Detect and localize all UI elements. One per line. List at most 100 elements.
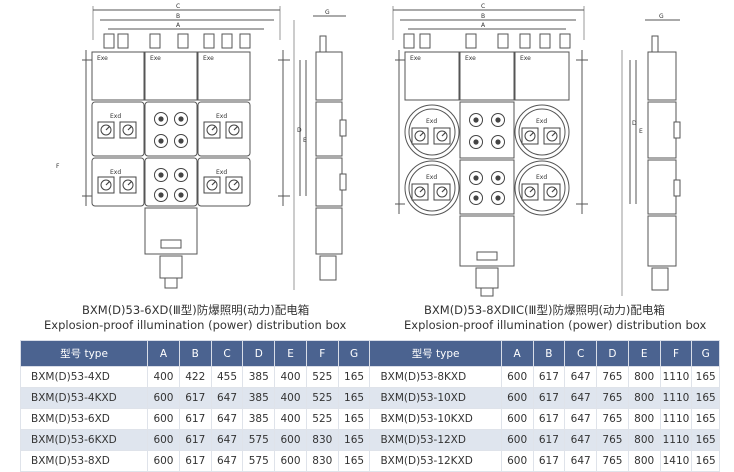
box-label-exe: Exe [203, 55, 214, 62]
value-cell: 647 [210, 387, 244, 409]
model-cell: BXM(D)53-12KXD [369, 450, 502, 472]
model-cell: BXM(D)53-6XD [19, 408, 149, 430]
value-cell: 765 [596, 387, 629, 409]
dim-label-a-right: A [481, 22, 486, 29]
technical-drawings: C B A Exe Exe Exe Exd Exd Exd Exd G F D … [56, 3, 681, 297]
dim-label-d-left: D [297, 127, 302, 134]
value-cell: 165 [337, 387, 371, 409]
value-cell: 1110 [659, 387, 693, 409]
header-g: G [691, 340, 720, 367]
model-cell: BXM(D)53-12XD [369, 429, 502, 451]
box-label-exd: Exd [216, 169, 227, 176]
value-cell: 1110 [659, 366, 693, 388]
value-cell: 830 [305, 429, 339, 451]
value-cell: 765 [596, 450, 629, 472]
box-label-exd: Exd [536, 174, 547, 181]
value-cell: 400 [274, 408, 307, 430]
value-cell: 647 [210, 408, 244, 430]
value-cell: 600 [147, 450, 180, 472]
value-cell: 600 [274, 429, 307, 451]
value-cell: 617 [178, 387, 212, 409]
value-cell: 800 [627, 366, 661, 388]
value-cell: 600 [147, 387, 180, 409]
value-cell: 165 [691, 429, 720, 451]
value-cell: 830 [305, 450, 339, 472]
dim-label-e-right: E [639, 128, 643, 135]
header-f: F [305, 340, 339, 367]
table-header-row: 型号 type A B C D E F G 型号 type A B C D E … [19, 340, 720, 367]
box-label-exd: Exd [110, 113, 121, 120]
dim-label-f-left: F [56, 163, 60, 170]
value-cell: 647 [564, 450, 598, 472]
header-c: C [564, 340, 598, 367]
value-cell: 600 [500, 429, 534, 451]
value-cell: 647 [210, 429, 244, 451]
model-cell: BXM(D)53-10XD [369, 387, 502, 409]
model-cell: BXM(D)53-10KXD [369, 408, 502, 430]
value-cell: 165 [691, 366, 720, 388]
value-cell: 165 [691, 450, 720, 472]
header-a: A [500, 340, 534, 367]
value-cell: 600 [500, 450, 534, 472]
header-c: C [210, 340, 244, 367]
right-side-view [621, 19, 681, 296]
dim-label-c-right: C [481, 3, 485, 10]
value-cell: 575 [242, 450, 276, 472]
value-cell: 165 [337, 429, 371, 451]
value-cell: 647 [564, 429, 598, 451]
model-cell: BXM(D)53-4XD [19, 366, 149, 388]
value-cell: 525 [305, 408, 339, 430]
value-cell: 385 [242, 387, 276, 409]
value-cell: 1410 [659, 450, 693, 472]
value-cell: 765 [596, 408, 629, 430]
value-cell: 165 [691, 408, 720, 430]
value-cell: 385 [242, 408, 276, 430]
value-cell: 617 [532, 387, 566, 409]
value-cell: 617 [532, 450, 566, 472]
value-cell: 455 [210, 366, 244, 388]
value-cell: 600 [500, 387, 534, 409]
box-label-exe: Exe [410, 55, 421, 62]
value-cell: 165 [691, 387, 720, 409]
right-front-view [392, 6, 588, 297]
box-label-exe: Exe [97, 55, 108, 62]
dim-label-b-right: B [481, 13, 485, 20]
box-label-exd: Exd [426, 174, 437, 181]
value-cell: 165 [337, 450, 371, 472]
model-cell: BXM(D)53-8XD [19, 450, 149, 472]
header-d: D [242, 340, 276, 367]
dim-label-b-left: B [176, 13, 180, 20]
box-label-exd: Exd [216, 113, 227, 120]
value-cell: 647 [564, 408, 598, 430]
value-cell: 647 [564, 387, 598, 409]
left-front-view [82, 6, 290, 289]
value-cell: 165 [337, 408, 371, 430]
model-cell: BXM(D)53-8KXD [369, 366, 502, 388]
model-cell: BXM(D)53-6KXD [19, 429, 149, 451]
dim-label-e-left: E [303, 137, 307, 144]
value-cell: 800 [627, 387, 661, 409]
header-model-type: 型号 type [369, 340, 502, 367]
value-cell: 617 [532, 408, 566, 430]
value-cell: 765 [596, 366, 629, 388]
right-caption-english: Explosion-proof illumination (power) dis… [404, 318, 707, 332]
value-cell: 525 [305, 387, 339, 409]
value-cell: 800 [627, 408, 661, 430]
left-side-view [293, 15, 347, 290]
value-cell: 600 [500, 408, 534, 430]
value-cell: 800 [627, 429, 661, 451]
box-label-exd: Exd [536, 118, 547, 125]
value-cell: 800 [627, 450, 661, 472]
box-label-exe: Exe [150, 55, 161, 62]
dim-label-d-right: D [632, 120, 637, 127]
value-cell: 400 [274, 387, 307, 409]
dim-label-g-right: G [659, 13, 664, 20]
dim-label-g-left: G [325, 9, 330, 16]
value-cell: 165 [337, 366, 371, 388]
